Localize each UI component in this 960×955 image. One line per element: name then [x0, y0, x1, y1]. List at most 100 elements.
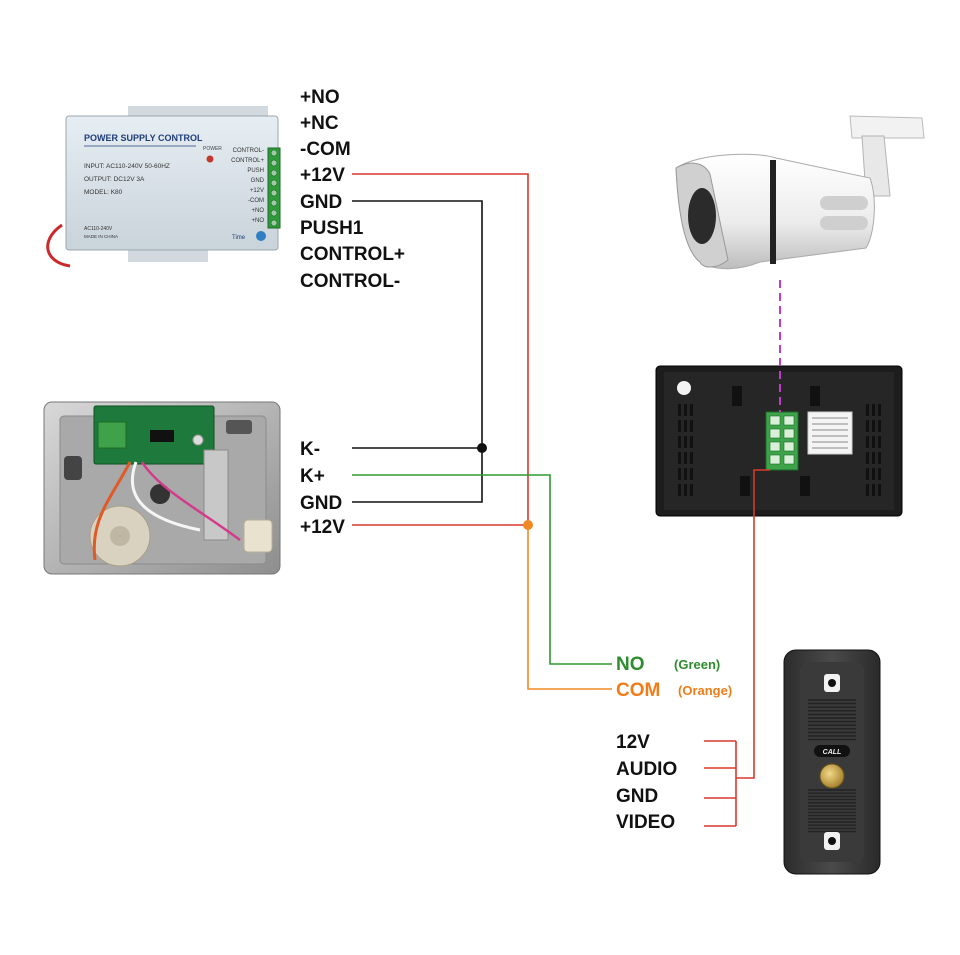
power-supply-red-cable [46, 223, 71, 268]
power-supply-model-text: MODEL: K80 [84, 189, 123, 196]
wiring [352, 173, 781, 827]
lock-terminal-block [97, 421, 127, 449]
relay-no-color-label: (Green) [674, 657, 720, 672]
monitor-screw-hole [677, 381, 691, 395]
power-supply-time-label: Time [232, 235, 246, 241]
indoor-monitor [655, 365, 903, 517]
lock-chip [150, 430, 174, 442]
doorbell-pin-gnd: GND [616, 786, 658, 807]
power-supply-terminal-labels: CONTROL- CONTROL+ PUSH GND +12V -COM +NO +NO [231, 148, 265, 224]
vent-slot [690, 436, 693, 448]
connector-port [769, 428, 781, 439]
connector-port [769, 415, 781, 426]
power-supply-unit: POWER SUPPLY CONTROL POWER INPUT: AC110-… [46, 106, 281, 268]
pin-label-com: -COM [300, 139, 351, 160]
lock-pin-k-minus: K- [300, 439, 320, 460]
gnd-junction-dot [477, 443, 487, 453]
power-supply-terminal-block [267, 147, 281, 229]
vent-slot [690, 404, 693, 416]
pin-label-control-minus: CONTROL- [300, 271, 400, 292]
power-supply-terminal-label: PUSH [247, 168, 264, 174]
vent-slot [684, 404, 687, 416]
pin-label-control-plus: CONTROL+ [300, 244, 405, 265]
camera-fin [820, 196, 868, 210]
doorbell-pin-12v: 12V [616, 732, 650, 753]
monitor-hook-slot [810, 386, 820, 406]
lock-pin-12v: +12V [300, 517, 345, 538]
doorbell-speaker-grille [808, 699, 856, 833]
lock-pin-k-plus: K+ [300, 466, 325, 487]
power-supply-terminal-label: CONTROL- [233, 148, 264, 154]
pin-label-push1: PUSH1 [300, 218, 364, 239]
doorbell-pin-video: VIDEO [616, 812, 675, 833]
power-supply-terminal-label: CONTROL+ [231, 158, 264, 164]
vent-slot [878, 420, 881, 432]
vent-slot [878, 436, 881, 448]
vent-slot [878, 404, 881, 416]
monitor-hook-slot [800, 476, 810, 496]
vent-slot [690, 484, 693, 496]
doorbell-call-button[interactable] [819, 763, 845, 789]
connector-port [769, 454, 781, 465]
vent-slot [678, 484, 681, 496]
vent-slot [872, 484, 875, 496]
lock-latch-bar [203, 449, 229, 541]
vent-slot [866, 436, 869, 448]
camera-lens-icon [688, 188, 716, 244]
vent-slot [866, 468, 869, 480]
power-supply-terminal-label: +NO [251, 218, 264, 224]
monitor-hook-slot [740, 476, 750, 496]
vent-slot [678, 404, 681, 416]
vent-slot [872, 420, 875, 432]
terminal-screw [270, 219, 278, 227]
vent-slot [878, 452, 881, 464]
camera-fin [820, 216, 868, 230]
doorbell-mount-dot [828, 837, 836, 845]
vent-slot [866, 404, 869, 416]
vent-slot [684, 452, 687, 464]
vent-slot [678, 420, 681, 432]
vent-slot [690, 452, 693, 464]
lock-mount-hole [64, 456, 82, 480]
monitor-connectors [769, 415, 795, 465]
vent-slot [684, 436, 687, 448]
com-junction-dot [523, 520, 533, 530]
terminal-screw [270, 179, 278, 187]
vent-slot [866, 484, 869, 496]
power-supply-terminal-screws [270, 149, 278, 227]
monitor-doorbell-wire [736, 469, 770, 779]
terminal-screw [270, 189, 278, 197]
monitor-spec-label-lines [812, 417, 848, 449]
vent-slot [872, 404, 875, 416]
lock-motor-hub [110, 526, 130, 546]
lock-latch-bolt [243, 519, 273, 553]
lock-pin-labels: K- K+ GND +12V [300, 439, 345, 538]
power-supply-pin-labels: +NO +NC -COM +12V GND PUSH1 CONTROL+ CON… [300, 87, 405, 292]
power-supply-made-in-text: MADE IN CHINA [84, 234, 118, 239]
pin-label-gnd: GND [300, 192, 342, 213]
vent-slot [866, 420, 869, 432]
power-supply-terminal-label: GND [251, 178, 265, 184]
outdoor-doorbell: CALL [783, 649, 881, 875]
electric-lock [43, 401, 281, 575]
power-supply-input-text: INPUT: AC110-240V 50-60HZ [84, 163, 170, 170]
relay-com-color-label: (Orange) [678, 683, 732, 698]
vent-slot [878, 484, 881, 496]
power-supply-title: POWER SUPPLY CONTROL [84, 133, 203, 143]
relay-no-label: NO [616, 654, 645, 675]
power-supply-terminal-label: -COM [248, 198, 264, 204]
vent-slot [678, 436, 681, 448]
plus12v-wire [352, 173, 529, 526]
connector-port [783, 454, 795, 465]
vent-slot [684, 484, 687, 496]
connector-port [783, 415, 795, 426]
connector-port [783, 428, 795, 439]
power-supply-terminal-label: +NO [251, 208, 264, 214]
power-supply-terminal-label: +12V [250, 188, 264, 194]
power-supply-ac-text: AC110-240V [84, 226, 113, 232]
vent-slot [684, 468, 687, 480]
doorbell-pin-labels: 12V AUDIO GND VIDEO [616, 732, 677, 833]
bullet-camera [675, 115, 925, 270]
doorbell-relay-labels: NO (Green) COM (Orange) [616, 654, 732, 701]
